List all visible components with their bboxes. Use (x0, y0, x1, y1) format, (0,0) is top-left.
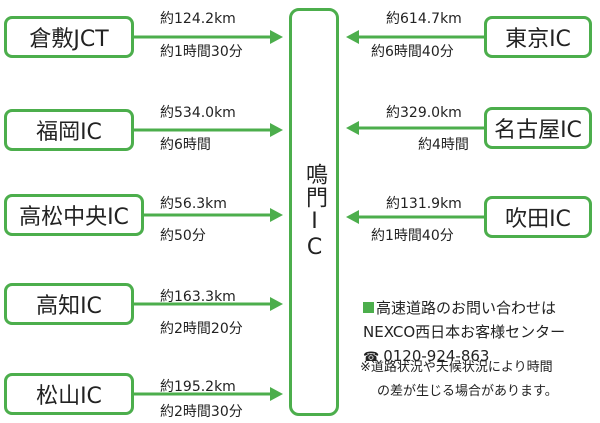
contact-company: NEXCO西日本お客様センター (363, 323, 566, 341)
ic-name: 名古屋IC (494, 118, 582, 143)
ic-box-nagoya: 名古屋IC (484, 107, 592, 149)
distance-label: 約614.7km (386, 11, 462, 27)
center-naruto-ic-box: 鳴門IC (289, 8, 339, 416)
contact-phone-line: ☎0120-924-863 (363, 344, 565, 370)
travel-time-note: ※道路状況や天候状況により時間 の差が生じる場合があります。 (360, 356, 558, 404)
center-label: 鳴門IC (302, 163, 327, 261)
time-label: 約6時間40分 (371, 44, 454, 60)
distance-label: 約195.2km (160, 379, 236, 395)
note-line-1: ※道路状況や天候状況により時間 (360, 360, 553, 375)
distance-label: 約124.2km (160, 11, 236, 27)
ic-name: 倉敷JCT (29, 27, 109, 52)
ic-box-fukuoka: 福岡IC (4, 109, 134, 151)
ic-name: 高知IC (36, 294, 102, 319)
ic-box-suita: 吹田IC (484, 196, 592, 238)
time-label: 約50分 (160, 228, 206, 244)
ic-name: 高松中央IC (19, 205, 129, 230)
ic-box-kochi: 高知IC (4, 283, 134, 325)
green-square-icon (363, 302, 374, 313)
ic-name: 東京IC (505, 27, 571, 52)
ic-box-tokyo: 東京IC (484, 16, 592, 58)
distance-label: 約329.0km (386, 105, 462, 121)
contact-heading: 高速道路のお問い合わせは (376, 299, 557, 317)
arrow-left-to-center (134, 30, 283, 44)
ic-name: 吹田IC (505, 207, 571, 232)
distance-label: 約163.3km (160, 289, 236, 305)
ic-box-matsuyama: 松山IC (4, 373, 134, 415)
ic-name: 松山IC (36, 384, 102, 409)
contact-info: 高速道路のお問い合わせは NEXCO西日本お客様センター ☎0120-924-8… (363, 296, 565, 370)
time-label: 約6時間 (160, 137, 211, 153)
time-label: 約2時間30分 (160, 404, 243, 420)
distance-label: 約534.0km (160, 105, 236, 121)
arrow-right-to-center (346, 30, 484, 44)
distance-label: 約56.3km (160, 196, 227, 212)
arrow-right-to-center (346, 121, 484, 135)
phone-icon: ☎ (363, 350, 380, 365)
time-label: 約4時間 (418, 137, 469, 153)
ic-box-kurashiki-jct: 倉敷JCT (4, 16, 134, 58)
arrow-right-to-center (346, 210, 484, 224)
contact-phone: 0120-924-863 (383, 347, 490, 365)
time-label: 約1時間30分 (160, 44, 243, 60)
time-label: 約1時間40分 (371, 228, 454, 244)
distance-label: 約131.9km (386, 196, 462, 212)
arrow-left-to-center (134, 123, 283, 137)
ic-name: 福岡IC (36, 120, 102, 145)
time-label: 約2時間20分 (160, 321, 243, 337)
note-line-2: の差が生じる場合があります。 (377, 384, 558, 399)
contact-heading-line: 高速道路のお問い合わせは (363, 296, 565, 320)
ic-box-takamatsu-chuo: 高松中央IC (4, 194, 144, 236)
